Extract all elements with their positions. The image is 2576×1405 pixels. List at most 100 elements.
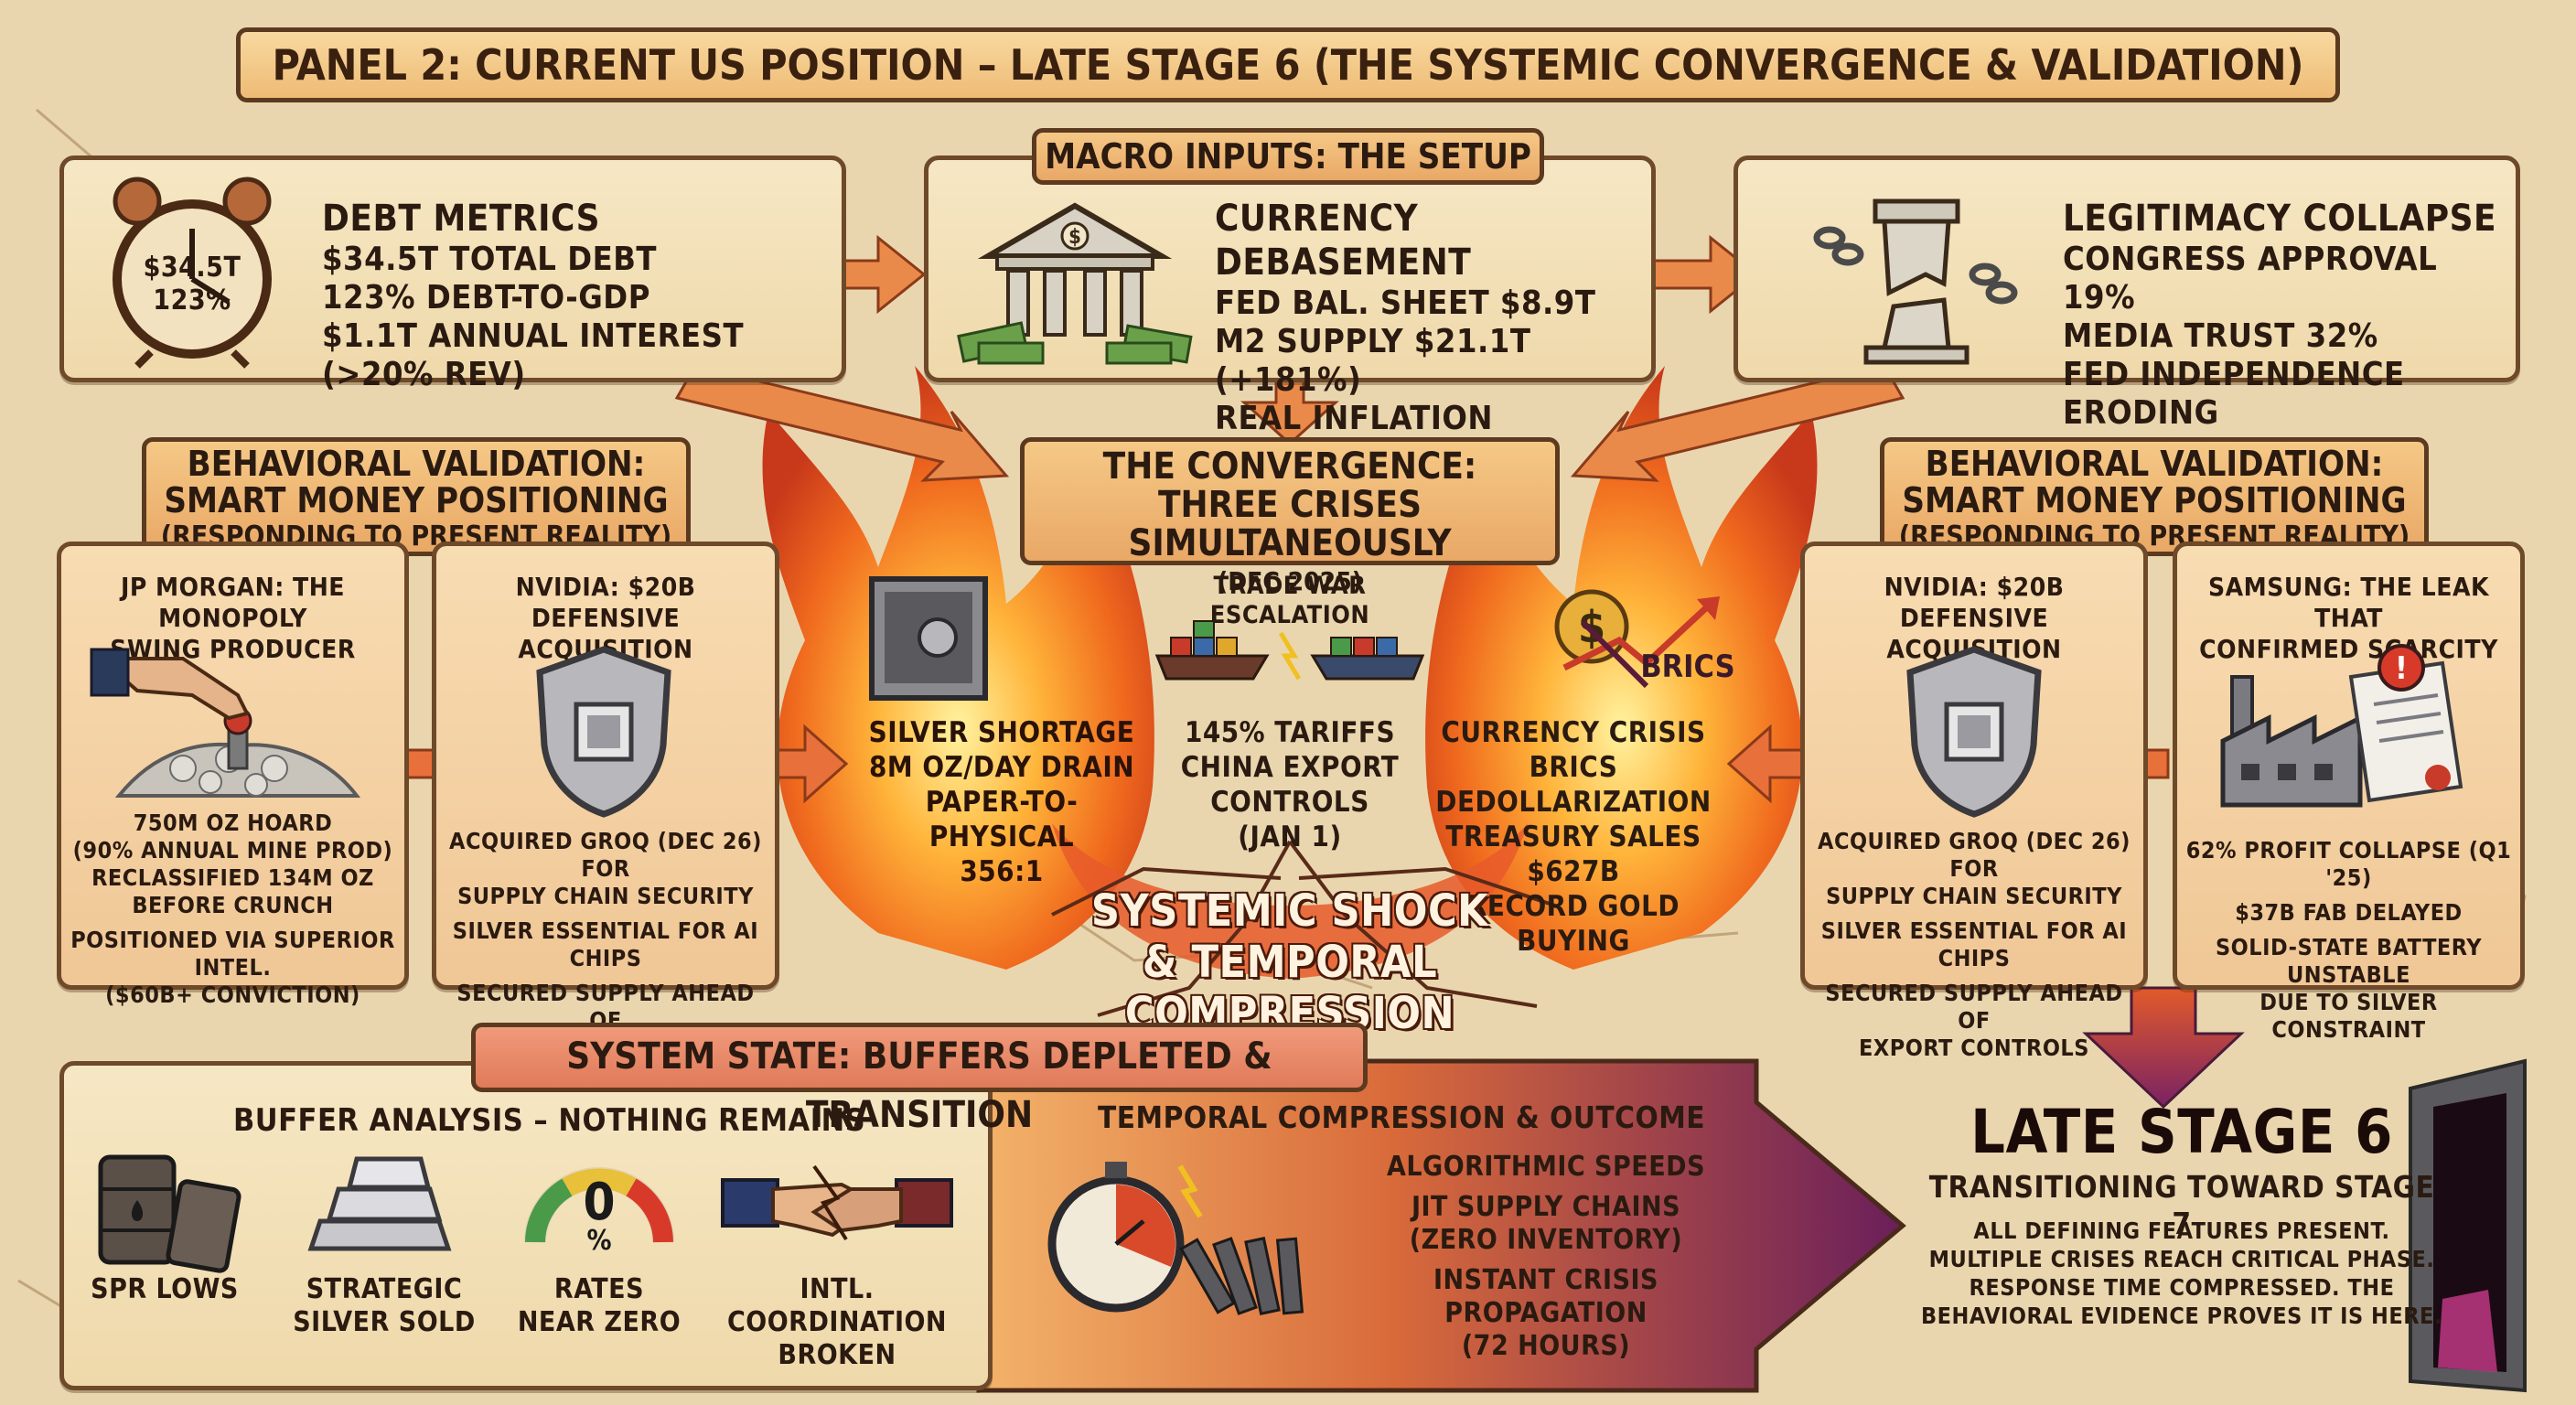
- temporal-line: ALGORITHMIC SPEEDS: [1386, 1151, 1706, 1183]
- debt-text: DEBT METRICS $34.5T TOTAL DEBT 123% DEBT…: [322, 197, 834, 394]
- trade-line: (JAN 1): [1238, 820, 1342, 853]
- alarm-clock-icon: [113, 177, 272, 369]
- buffer-item-label: STRATEGIC: [306, 1273, 463, 1305]
- buffer-item-label: INTL. COORDINATION: [726, 1273, 948, 1338]
- oil-barrels-icon: [98, 1154, 242, 1273]
- nvidia-line: SUPPLY CHAIN SECURITY: [457, 883, 754, 909]
- silver-hoard-hand-icon: [90, 648, 361, 798]
- silver-line: 356:1: [960, 855, 1044, 888]
- clock-ratio: 123%: [153, 284, 231, 316]
- nvidia-line: ACQUIRED GROQ (DEC 26) FOR: [449, 828, 762, 882]
- factory-document-icon: !: [2220, 644, 2463, 808]
- currency-crisis-line: CURRENCY CRISIS: [1441, 716, 1706, 749]
- buffer-item-label: BROKEN: [778, 1339, 896, 1371]
- door-icon: [2409, 1058, 2527, 1393]
- legit-heading: LEGITIMACY COLLAPSE: [2063, 198, 2497, 240]
- nvidia-body-left: ACQUIRED GROQ (DEC 26) FOR SUPPLY CHAIN …: [441, 828, 770, 1062]
- temporal-line: INSTANT CRISIS PROPAGATION: [1433, 1264, 1658, 1329]
- temporal-line: (ZERO INVENTORY): [1409, 1224, 1683, 1256]
- legitimacy-collapse-panel: [1733, 156, 2520, 382]
- behavioral-line: BEHAVIORAL VALIDATION:: [1925, 444, 2384, 484]
- silver-line: PAPER-TO-PHYSICAL: [925, 786, 1079, 853]
- gauge-unit: %: [586, 1225, 611, 1257]
- fire-right: [1425, 366, 1818, 970]
- buffer-item: SPR LOWS: [73, 1273, 256, 1306]
- nvidia-line: SILVER ESSENTIAL FOR AI CHIPS: [1820, 917, 2128, 971]
- down-arrow: [2082, 986, 2245, 1110]
- system-state-label: SYSTEM STATE: BUFFERS DEPLETED & TRANSIT…: [471, 1023, 1368, 1136]
- currency-line: FED BAL. SHEET $8.9T: [1215, 284, 1596, 322]
- legit-text: LEGITIMACY COLLAPSE CONGRESS APPROVAL 19…: [2063, 197, 2511, 433]
- convergence-line: THE CONVERGENCE:: [1102, 445, 1477, 488]
- late-line: MULTIPLE CRISES REACH CRITICAL PHASE.: [1928, 1246, 2435, 1272]
- jpm-line: POSITIONED VIA SUPERIOR INTEL.: [70, 927, 395, 981]
- currency-heading: CURRENCY DEBASEMENT: [1215, 198, 1472, 284]
- brics-label: BRICS: [1640, 649, 1734, 685]
- buffer-item: RATES NEAR ZERO: [499, 1273, 700, 1339]
- input-arrows: [674, 234, 1905, 482]
- samsung-title-line: SAMSUNG: THE LEAK THAT: [2208, 572, 2489, 633]
- jpm-line: ($60B+ CONVICTION): [105, 981, 360, 1008]
- broken-pillar-icon: [1813, 198, 2018, 365]
- brics-dollar-icon: $ BRICS: [1554, 589, 1735, 689]
- debt-line: $1.1T ANNUAL INTEREST (>20% REV): [322, 317, 745, 393]
- temporal-line: (72 HOURS): [1461, 1330, 1631, 1362]
- nvidia-line: SILVER ESSENTIAL FOR AI CHIPS: [452, 917, 759, 971]
- late-stage-sub: TRANSITIONING TOWARD STAGE 7: [1928, 1169, 2435, 1241]
- debt-line: 123% DEBT-TO-GDP: [322, 279, 650, 316]
- behavioral-line: BEHAVIORAL VALIDATION:: [187, 444, 646, 484]
- behavioral-label-left: BEHAVIORAL VALIDATION: SMART MONEY POSIT…: [142, 437, 691, 556]
- systemic-shock-text: SYSTEMIC SHOCK & TEMPORAL COMPRESSION: [979, 885, 1601, 1039]
- page-title: PANEL 2: CURRENT US POSITION – LATE STAG…: [236, 27, 2340, 102]
- fire-center: [1052, 823, 1528, 979]
- buffer-item-label: RATES: [553, 1273, 645, 1305]
- buffer-item-label: SPR LOWS: [91, 1273, 239, 1305]
- buffer-item-label: NEAR ZERO: [517, 1306, 682, 1338]
- trade-line: 145% TARIFFS: [1184, 716, 1396, 749]
- currency-crisis-line: TREASURY SALES $627B: [1445, 820, 1701, 888]
- trade-heading: TRADE WAR ESCALATION: [1209, 572, 1370, 629]
- temporal-line: JIT SUPPLY CHAINS: [1411, 1191, 1681, 1223]
- currency-crisis-text: CURRENCY CRISIS BRICS DEDOLLARIZATION TR…: [1422, 715, 1724, 959]
- macro-inputs-label: MACRO INPUTS: THE SETUP: [1032, 128, 1544, 185]
- bottom-arrow-body: [976, 1058, 1906, 1393]
- interest-gauge-icon: 0 %: [524, 1167, 674, 1257]
- nvidia-line: ACQUIRED GROQ (DEC 26) FOR: [1818, 828, 2131, 882]
- samsung-line: 62% PROFIT COLLAPSE (Q1 '25): [2185, 837, 2512, 891]
- convergence-line: (DEC 2025): [1217, 566, 1363, 596]
- silver-line: SILVER SHORTAGE: [868, 716, 1135, 749]
- currency-line: M2 SUPPLY $21.1T (+181%): [1215, 323, 1531, 399]
- gauge-value: 0: [583, 1173, 615, 1232]
- cargo-ships-icon: [1154, 620, 1425, 681]
- currency-text: CURRENCY DEBASEMENT FED BAL. SHEET $8.9T…: [1215, 197, 1645, 477]
- late-line: ALL DEFINING FEATURES PRESENT.: [1973, 1217, 2390, 1244]
- nvidia-body-right: ACQUIRED GROQ (DEC 26) FOR SUPPLY CHAIN …: [1809, 828, 2139, 1062]
- jpm-line: BEFORE CRUNCH: [132, 892, 334, 918]
- nvidia-line: EXPORT CONTROLS: [1859, 1035, 2089, 1061]
- nvidia-title-line: NVIDIA: $20B: [1884, 572, 2065, 602]
- shock-line: SYSTEMIC SHOCK: [1090, 885, 1489, 937]
- svg-text:!: !: [2395, 650, 2408, 687]
- late-line: BEHAVIORAL EVIDENCE PROVES IT IS HERE.: [1921, 1303, 2442, 1329]
- convergence-line: THREE CRISES SIMULTANEOUSLY: [1128, 484, 1452, 564]
- late-line: RESPONSE TIME COMPRESSED. THE: [1969, 1274, 2395, 1301]
- silver-bars-icon: [307, 1156, 452, 1251]
- late-stage-body: ALL DEFINING FEATURES PRESENT. MULTIPLE …: [1907, 1217, 2456, 1330]
- jpm-title: JP MORGAN: THE MONOPOLY SWING PRODUCER: [66, 572, 400, 665]
- stopwatch-dominoes-icon: [1047, 1162, 1304, 1315]
- shield-chip-icon: [536, 646, 671, 818]
- nvidia-title-left: NVIDIA: $20B DEFENSIVE ACQUISITION: [441, 572, 770, 665]
- behavioral-label-right: BEHAVIORAL VALIDATION: SMART MONEY POSIT…: [1880, 437, 2429, 556]
- samsung-line: SOLID-STATE BATTERY UNSTABLE: [2215, 934, 2483, 988]
- nvidia-line: SUPPLY CHAIN SECURITY: [1826, 883, 2122, 909]
- temporal-heading: TEMPORAL COMPRESSION & OUTCOME: [1098, 1099, 1706, 1135]
- buffer-item: INTL. COORDINATION BROKEN: [700, 1273, 974, 1372]
- silver-line: 8M OZ/DAY DRAIN: [868, 751, 1135, 784]
- nvidia-line: SECURED SUPPLY AHEAD OF: [1825, 980, 2123, 1034]
- shield-chip-icon: [1906, 646, 2042, 818]
- vault-icon: [869, 576, 988, 701]
- behavioral-line: SMART MONEY POSITIONING: [164, 480, 669, 520]
- clock-debt: $34.5T: [143, 252, 242, 284]
- debt-line: $34.5T TOTAL DEBT: [322, 241, 658, 278]
- shock-cracks: [1051, 840, 1556, 1017]
